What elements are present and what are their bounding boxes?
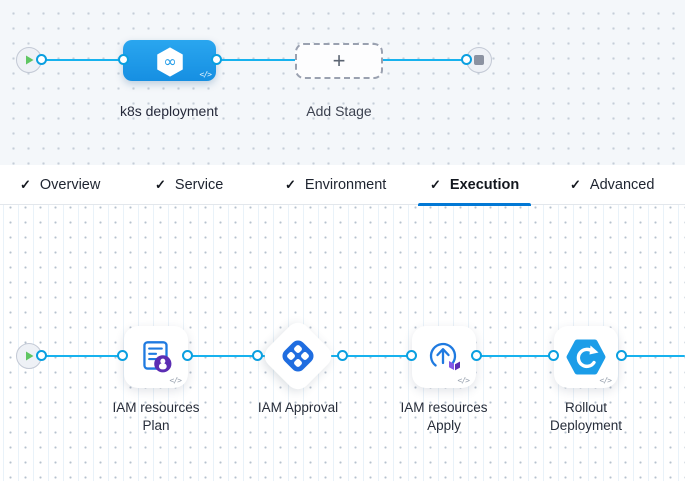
execution-connector-line: [41, 355, 685, 357]
connector-dot[interactable]: [211, 54, 222, 65]
check-icon: ✓: [285, 177, 296, 192]
step-label[interactable]: IAM Approval: [257, 400, 339, 415]
execution-canvas[interactable]: </>: [0, 205, 685, 481]
connector-dot[interactable]: [118, 54, 129, 65]
tab-execution[interactable]: ✓ Execution: [418, 165, 532, 206]
add-stage-label[interactable]: Add Stage: [306, 103, 372, 119]
stage-canvas[interactable]: ∞ </> + k8s deployment Add Stage: [0, 0, 685, 165]
tab-label: Execution: [449, 177, 520, 193]
tab-environment[interactable]: ✓ Environment: [273, 165, 398, 205]
play-icon: [26, 351, 34, 361]
add-stage-button[interactable]: +: [295, 43, 383, 79]
connector-dot[interactable]: [471, 350, 482, 361]
check-icon: ✓: [155, 177, 166, 192]
connector-dot[interactable]: [252, 350, 263, 361]
yaml-code-icon[interactable]: </>: [599, 376, 612, 385]
connector-dot[interactable]: [182, 350, 193, 361]
stage-node-k8s-deployment[interactable]: ∞ </>: [123, 40, 216, 81]
plus-icon: +: [332, 48, 346, 73]
terraform-plan-icon: [143, 341, 172, 373]
check-icon: ✓: [430, 177, 441, 192]
terraform-apply-icon: [429, 342, 460, 371]
stop-icon: [474, 55, 484, 65]
connector-dot[interactable]: [548, 350, 559, 361]
step-iam-resources-apply[interactable]: </>: [412, 326, 476, 388]
tab-service[interactable]: ✓ Service: [143, 165, 235, 205]
harness-cd-hexagon-icon: ∞: [156, 46, 183, 77]
connector-dot[interactable]: [406, 350, 417, 361]
connector-dot[interactable]: [337, 350, 348, 361]
yaml-code-icon[interactable]: </>: [199, 70, 212, 79]
tab-advanced[interactable]: ✓ Advanced: [558, 165, 666, 205]
connector-dot[interactable]: [461, 54, 472, 65]
play-icon: [26, 55, 34, 65]
rollout-deployment-icon: [566, 339, 606, 375]
stage-connector-line: [41, 59, 467, 61]
svg-text:∞: ∞: [163, 52, 176, 71]
tab-label: Service: [174, 177, 224, 193]
yaml-code-icon[interactable]: </>: [457, 376, 470, 385]
step-label[interactable]: IAM resources Plan: [112, 400, 200, 433]
tab-overview[interactable]: ✓ Overview: [8, 165, 112, 205]
tab-label: Advanced: [589, 177, 655, 193]
check-icon: ✓: [20, 177, 31, 192]
connector-dot[interactable]: [36, 54, 47, 65]
check-icon: ✓: [570, 177, 581, 192]
stage-config-tabbar: ✓ Overview ✓ Service ✓ Environment ✓ Exe…: [0, 165, 685, 206]
yaml-code-icon[interactable]: </>: [169, 376, 182, 385]
connector-dot[interactable]: [616, 350, 627, 361]
approval-diamond-icon[interactable]: [277, 335, 319, 377]
stage-label[interactable]: k8s deployment: [119, 103, 219, 119]
step-label[interactable]: Rollout Deployment: [549, 400, 623, 433]
connector-dot[interactable]: [36, 350, 47, 361]
step-label[interactable]: IAM resources Apply: [400, 400, 488, 433]
connector-dot[interactable]: [117, 350, 128, 361]
step-rollout-deployment[interactable]: </>: [554, 326, 618, 388]
active-tab-underline: [418, 203, 532, 206]
tab-label: Overview: [39, 177, 101, 193]
tab-label: Environment: [304, 177, 387, 193]
step-iam-resources-plan[interactable]: </>: [124, 326, 188, 388]
